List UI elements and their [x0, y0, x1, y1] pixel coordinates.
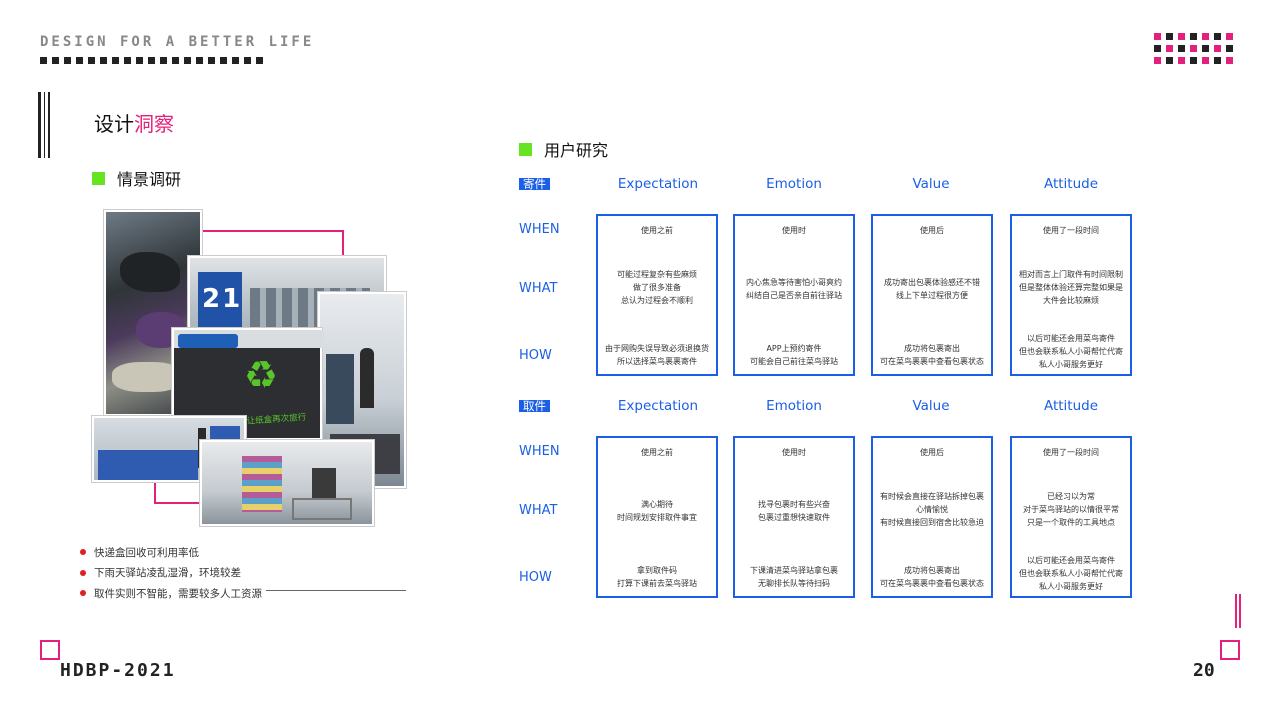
research-card: 使用后成功寄出包裹体验感还不错 线上下单过程很方便成功将包裹寄出 可在菜鸟裹裹中…	[871, 214, 993, 376]
card-what-text: 找寻包裹时有些兴奋 包裹过重想快速取件	[758, 500, 830, 522]
research-card: 使用了一段时间相对而言上门取件有时间限制 但是整体体验还算完整如果是 大件会比较…	[1010, 214, 1132, 376]
card-how-text: APP上预约寄件 可能会自己前往菜鸟驿站	[750, 344, 838, 366]
page-title: 设计洞察	[94, 108, 174, 137]
counter-number-sign: 21	[202, 284, 243, 314]
decorative-vertical-bars	[38, 92, 50, 158]
column-header: Attitude	[1043, 176, 1099, 192]
page-number: 20	[1193, 660, 1215, 681]
scenario-research-label: 情景调研	[117, 170, 182, 189]
card-when-text: 使用之前	[641, 226, 673, 235]
scenario-research-heading: 情景调研	[92, 166, 181, 190]
row-label: HOW	[519, 570, 552, 585]
card-what-text: 已经习以为常 对于菜鸟驿站的以情很平常 只是一个取件的工具地点	[1023, 492, 1119, 527]
card-what-text: 成功寄出包裹体验感还不错 线上下单过程很方便	[884, 278, 980, 300]
card-how-text: 由于网购失误导致必须退换货 所以选择菜鸟裹裹寄件	[605, 344, 709, 366]
decorative-square-left	[40, 640, 60, 660]
research-card: 使用了一段时间已经习以为常 对于菜鸟驿站的以情很平常 只是一个取件的工具地点以后…	[1010, 436, 1132, 598]
column-header: Expectation	[617, 398, 699, 414]
column-header: Attitude	[1043, 398, 1099, 414]
bullet-dot-icon	[80, 590, 86, 597]
page-title-highlight: 洞察	[134, 112, 174, 136]
row-label: WHEN	[519, 444, 560, 459]
research-card: 使用时找寻包裹时有些兴奋 包裹过重想快速取件下课清进菜鸟驿站拿包裹 无聊排长队等…	[733, 436, 855, 598]
card-how-text: 下课清进菜鸟驿站拿包裹 无聊排长队等待扫码	[750, 566, 838, 588]
user-research-heading: 用户研究	[519, 137, 608, 161]
bullet-dot-icon	[80, 549, 86, 556]
card-when-text: 使用了一段时间	[1043, 226, 1099, 235]
column-header: Value	[912, 398, 950, 414]
decorative-dot-grid	[1154, 33, 1233, 64]
research-card: 使用之前满心期待 时间规划安排取件事宜拿到取件码 打算下课前去菜鸟驿站	[596, 436, 718, 598]
research-card: 使用之前可能过程复杂有些麻烦 做了很多准备 总认为过程会不顺利由于网购失误导致必…	[596, 214, 718, 376]
card-when-text: 使用时	[782, 448, 806, 457]
photo-store-interior	[200, 440, 374, 526]
research-card: 使用后有时候会直接在驿站拆掉包裹 心情愉悦 有时候直接回到宿舍比较急迫成功将包裹…	[871, 436, 993, 598]
list-item: 快递盒回收可利用率低	[80, 542, 262, 563]
row-label: WHAT	[519, 281, 558, 296]
finding-list: 快递盒回收可利用率低 下雨天驿站凌乱湿滑，环境较差 取件实则不智能，需要较多人工…	[80, 542, 262, 604]
card-what-text: 可能过程复杂有些麻烦 做了很多准备 总认为过程会不顺利	[617, 270, 697, 305]
card-how-text: 拿到取件码 打算下课前去菜鸟驿站	[617, 566, 697, 588]
footer-code: HDBP-2021	[60, 660, 176, 681]
column-header: Value	[912, 176, 950, 192]
user-research-label: 用户研究	[544, 141, 609, 160]
block-tag: 取件	[519, 400, 550, 412]
divider	[266, 590, 406, 591]
card-what-text: 内心焦急等待害怕小哥爽约 纠结自己是否亲自前往驿站	[746, 278, 842, 300]
row-label: WHAT	[519, 503, 558, 518]
green-square-icon	[519, 142, 532, 156]
green-square-icon	[92, 171, 105, 185]
photo-collage: 21 ♻ 分类投放 让纸盒再次旅行	[92, 210, 412, 530]
card-how-text: 以后可能还会用菜鸟寄件 但也会联系私人小哥帮忙代寄 私人小哥服务更好	[1019, 556, 1123, 591]
bullet-dot-icon	[80, 569, 86, 576]
card-what-text: 相对而言上门取件有时间限制 但是整体体验还算完整如果是 大件会比较麻烦	[1019, 270, 1123, 305]
card-when-text: 使用时	[782, 226, 806, 235]
card-what-text: 满心期待 时间规划安排取件事宜	[617, 500, 697, 522]
decorative-right-bars	[1235, 594, 1241, 628]
card-how-text: 成功将包裹寄出 可在菜鸟裹裹中查看包裹状态	[880, 344, 984, 366]
card-when-text: 使用后	[920, 448, 944, 457]
card-how-text: 以后可能还会用菜鸟寄件 但也会联系私人小哥帮忙代寄 私人小哥服务更好	[1019, 334, 1123, 369]
column-header: Emotion	[766, 176, 822, 192]
recycle-icon: ♻	[244, 353, 279, 397]
card-when-text: 使用之前	[641, 448, 673, 457]
card-what-text: 有时候会直接在驿站拆掉包裹 心情愉悦 有时候直接回到宿舍比较急迫	[880, 492, 984, 527]
brand-underline-dots	[40, 57, 263, 64]
list-item: 下雨天驿站凌乱湿滑，环境较差	[80, 563, 262, 584]
card-when-text: 使用后	[920, 226, 944, 235]
block-tag: 寄件	[519, 178, 550, 190]
card-when-text: 使用了一段时间	[1043, 448, 1099, 457]
brand-slogan: DESIGN FOR A BETTER LIFE	[40, 34, 315, 50]
column-header: Emotion	[766, 398, 822, 414]
card-how-text: 成功将包裹寄出 可在菜鸟裹裹中查看包裹状态	[880, 566, 984, 588]
decorative-square-right	[1220, 640, 1240, 660]
page-title-prefix: 设计	[94, 112, 134, 136]
research-card: 使用时内心焦急等待害怕小哥爽约 纠结自己是否亲自前往驿站 APP上预约寄件 可能会…	[733, 214, 855, 376]
row-label: HOW	[519, 348, 552, 363]
row-label: WHEN	[519, 222, 560, 237]
column-header: Expectation	[617, 176, 699, 192]
list-item: 取件实则不智能，需要较多人工资源	[80, 583, 262, 604]
